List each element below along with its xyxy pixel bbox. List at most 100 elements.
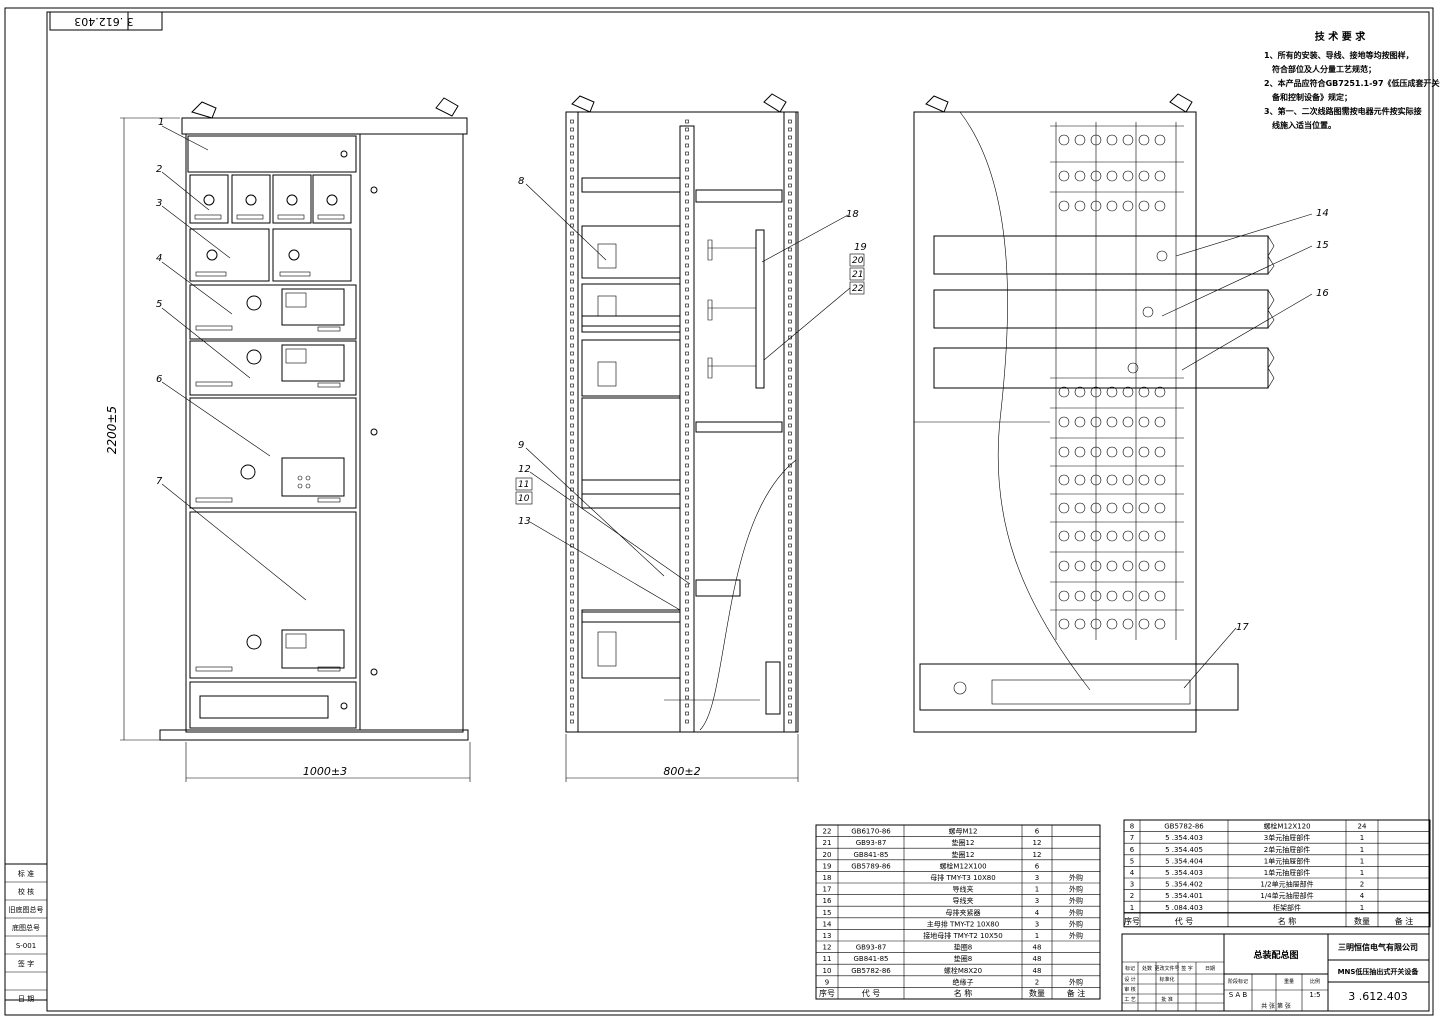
bom-header-note: 备 注 — [1395, 916, 1414, 926]
profile-hole — [570, 247, 574, 252]
profile-hole — [788, 279, 792, 284]
lifting-eye — [191, 101, 217, 119]
profile-hole — [570, 199, 574, 204]
bom-cell-note: 外购 — [1069, 873, 1083, 882]
tb-label: 处数 — [1142, 965, 1152, 972]
profile-hole — [685, 271, 689, 276]
profile-hole — [570, 151, 574, 156]
terminal-connector — [1090, 386, 1102, 398]
profile-hole — [788, 319, 792, 324]
profile-hole — [788, 215, 792, 220]
profile-hole — [788, 263, 792, 268]
profile-hole — [685, 423, 689, 428]
bom-cell-code: GB93-87 — [856, 944, 887, 952]
terminal-connector — [1122, 170, 1134, 182]
callout-8: 8 — [518, 176, 524, 187]
profile-hole — [788, 511, 792, 516]
profile-hole — [570, 455, 574, 460]
profile-hole — [685, 583, 689, 588]
profile-hole — [570, 679, 574, 684]
side-width-dimension: 800±2 — [565, 734, 799, 782]
strip-label: S-001 — [16, 942, 36, 950]
profile-hole — [570, 127, 574, 132]
terminal-connector — [1138, 530, 1150, 542]
profile-hole — [788, 615, 792, 620]
profile-hole — [788, 495, 792, 500]
sheet-count: 共 张 第 张 — [1261, 1002, 1291, 1010]
profile-hole — [788, 671, 792, 676]
profile-hole — [570, 695, 574, 700]
profile-hole — [685, 311, 689, 316]
bom-cell-name: 1/4单元抽屉部件 — [1260, 891, 1313, 900]
profile-hole — [685, 327, 689, 332]
profile-hole — [788, 591, 792, 596]
tech-req-line: 备和控制设备》规定； — [1271, 92, 1352, 103]
terminal-connector — [1058, 560, 1070, 572]
bom-cell-note: 外购 — [1069, 885, 1083, 894]
profile-hole — [570, 511, 574, 516]
profile-hole — [685, 255, 689, 260]
scale-value: 1:5 — [1309, 991, 1320, 999]
profile-hole — [788, 311, 792, 316]
profile-hole — [788, 479, 792, 484]
bom-cell-no: 序号 — [819, 988, 835, 998]
profile-hole — [788, 143, 792, 148]
profile-hole — [788, 223, 792, 228]
callout-5: 5 — [156, 299, 162, 310]
bom-cell-code: GB841-85 — [853, 955, 888, 963]
bom-cell-name: 垫圈12 — [952, 850, 975, 859]
profile-hole — [685, 183, 689, 188]
bom-cell-note: 外购 — [1069, 931, 1083, 940]
profile-hole — [788, 239, 792, 244]
side-callouts: 8 18 19 20 21 22 9 12 11 10 13 — [515, 176, 867, 611]
callout-12: 12 — [518, 464, 531, 475]
terminal-connector — [1058, 530, 1070, 542]
profile-hole — [685, 663, 689, 668]
front-height-dimension: 2200±5 — [105, 117, 180, 741]
profile-hole — [685, 655, 689, 660]
bom-cell-note: 外购 — [1069, 977, 1083, 986]
callout-19: 19 — [854, 242, 867, 253]
tb-label: 比例 — [1310, 978, 1320, 985]
profile-hole — [685, 231, 689, 236]
front-view: 2200±5 1000±3 1 2 3 4 5 6 7 — [105, 97, 471, 782]
terminal-connector — [1058, 474, 1070, 486]
profile-hole — [685, 551, 689, 556]
profile-hole — [685, 543, 689, 548]
height-dimension-text: 2200±5 — [105, 406, 119, 454]
terminal-connector — [1138, 170, 1150, 182]
module-3-half-drawers — [189, 228, 352, 282]
profile-hole — [788, 359, 792, 364]
width-dimension-text: 1000±3 — [303, 765, 347, 778]
terminal-connector — [1154, 502, 1166, 514]
profile-hole — [788, 711, 792, 716]
bom-cell-name: 导线夹 — [953, 885, 974, 894]
profile-hole — [570, 551, 574, 556]
terminal-connector — [1074, 502, 1086, 514]
profile-hole — [788, 271, 792, 276]
bom-cell-no: 1 — [1130, 904, 1134, 912]
lifting-eye — [925, 95, 949, 113]
profile-hole — [685, 335, 689, 340]
profile-hole — [570, 567, 574, 572]
profile-hole — [685, 519, 689, 524]
profile-hole — [685, 375, 689, 380]
tb-label: 重量 — [1284, 978, 1294, 985]
profile-hole — [570, 167, 574, 172]
terminal-connector — [1090, 170, 1102, 182]
tb-label: 签 字 — [1181, 965, 1193, 972]
title-block: 总装配总图 三明恒信电气有限公司 MNS低压抽出式开关设备 3 .612.403… — [1121, 933, 1430, 1012]
tb-label: 标记 — [1125, 965, 1135, 972]
terminal-connector — [1058, 590, 1070, 602]
profile-hole — [788, 559, 792, 564]
terminal-connector — [1090, 474, 1102, 486]
profile-hole — [570, 223, 574, 228]
terminal-connector — [1154, 170, 1166, 182]
terminal-connector — [1090, 502, 1102, 514]
terminal-connector — [1090, 618, 1102, 630]
profile-hole — [570, 255, 574, 260]
profile-hole — [570, 503, 574, 508]
bom-cell-qty: 数量 — [1029, 988, 1045, 998]
